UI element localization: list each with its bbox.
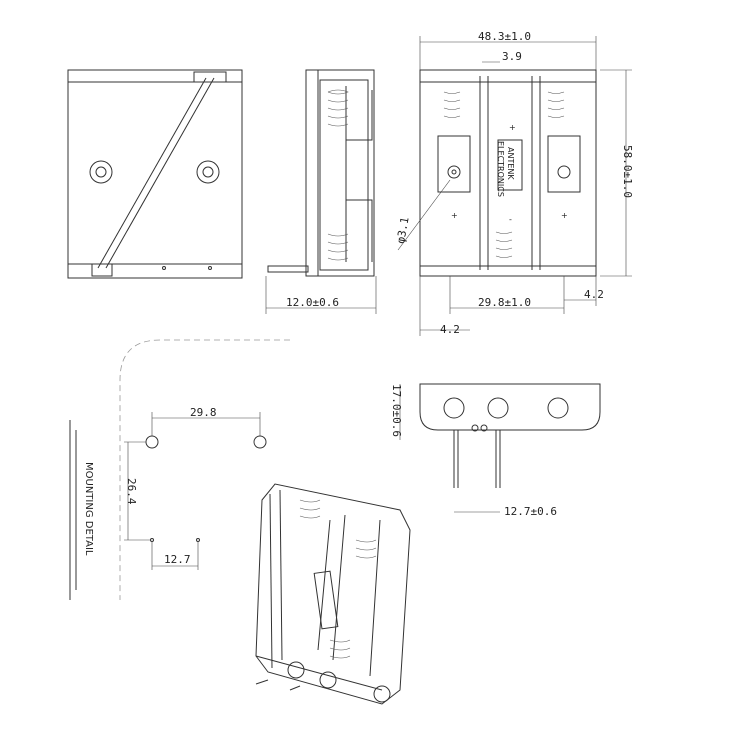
minus-sign: - (509, 215, 512, 224)
dim-overall-height: 58.0±1.0 (621, 145, 634, 198)
dimension-lines (265, 36, 632, 336)
mounting-detail-title: MOUNTING DETAIL (83, 462, 94, 556)
brand-label-line1: ANTENK (506, 147, 515, 180)
dim-bottom-height: 17.0±0.6 (390, 384, 403, 437)
dim-right-offset: 4.2 (584, 288, 604, 301)
dim-contact-offset: 3.9 (502, 50, 522, 63)
plus-sign: + (561, 211, 568, 220)
back-view (67, 69, 243, 279)
isometric-view (255, 483, 411, 705)
plus-sign: + (509, 123, 516, 132)
brand-label-line2: ELECTRONICS (496, 141, 505, 197)
mount-vertical-spacing: 26.4 (125, 478, 138, 505)
mount-hole-spacing: 29.8 (190, 406, 217, 419)
mounting-detail (69, 339, 290, 600)
front-view: ANTENK ELECTRONICS + - + + (419, 69, 597, 277)
side-view (267, 69, 375, 277)
dim-depth: 12.0±0.6 (286, 296, 339, 309)
dim-overall-width: 48.3±1.0 (478, 30, 531, 43)
dim-pin-pitch: 12.7±0.6 (504, 505, 557, 518)
mount-pin-spacing: 12.7 (164, 553, 191, 566)
dim-pin-spacing: 29.8±1.0 (478, 296, 531, 309)
dim-hole-diameter: φ3.1 (394, 216, 411, 244)
dim-left-offset: 4.2 (440, 323, 460, 336)
plus-sign: + (451, 211, 458, 220)
bottom-view (399, 383, 601, 513)
